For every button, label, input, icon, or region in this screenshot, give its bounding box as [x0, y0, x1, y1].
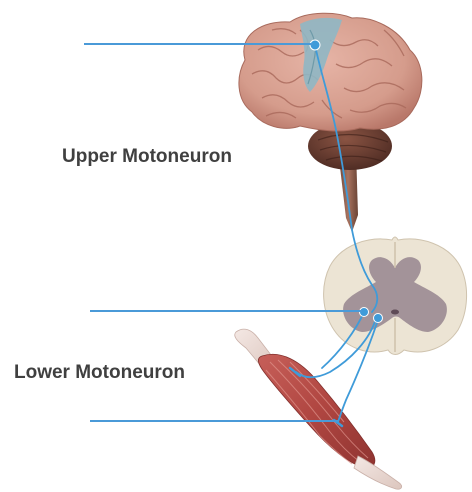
upper-motoneuron-label: Upper Motoneuron	[62, 146, 232, 168]
spinal-cord-cross-section	[324, 237, 467, 355]
skeletal-muscle	[235, 329, 402, 489]
lower-motoneuron-soma-2	[374, 314, 383, 323]
central-canal	[391, 310, 399, 315]
muscle-lower-tendon	[354, 456, 402, 489]
brain-illustration	[239, 13, 422, 232]
muscle-belly	[258, 354, 374, 468]
lower-motoneuron-label: Lower Motoneuron	[14, 362, 185, 384]
